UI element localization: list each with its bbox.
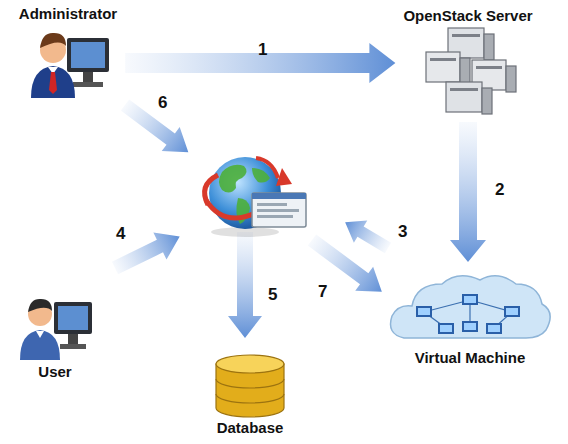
flow-arrow <box>116 93 197 164</box>
node-label: OpenStack Server <box>401 6 534 26</box>
flow-arrow <box>108 223 186 282</box>
callout-number: 6 <box>158 93 167 113</box>
flow-arrow <box>338 211 394 259</box>
node-label: Virtual Machine <box>413 348 528 368</box>
icon <box>23 24 113 100</box>
node-label: Administrator <box>17 4 119 24</box>
icon <box>14 290 96 362</box>
user-node: User <box>14 290 96 382</box>
web-portal-globe <box>205 157 306 237</box>
callout-number: 2 <box>495 180 504 200</box>
flow-arrow <box>450 122 486 262</box>
icon <box>418 26 518 116</box>
callout-number: 5 <box>268 285 277 305</box>
administrator-node: Administrator <box>17 4 119 100</box>
icon <box>384 268 556 348</box>
callout-number: 7 <box>318 282 327 302</box>
user-icon <box>14 290 96 362</box>
callout-number: 4 <box>116 224 125 244</box>
database-icon <box>210 352 290 418</box>
callout-number: 3 <box>398 222 407 242</box>
virtual-machine-node: Virtual Machine <box>384 268 556 368</box>
icon <box>210 352 290 418</box>
callout-number: 1 <box>258 40 267 60</box>
database-node: Database <box>210 352 290 438</box>
server-icon <box>418 26 518 116</box>
node-label: Database <box>215 418 286 438</box>
flow-arrow <box>228 232 262 338</box>
server-node: OpenStack Server <box>401 6 534 116</box>
administrator-icon <box>23 24 113 100</box>
cloud-network-icon <box>384 268 556 348</box>
node-label: User <box>36 362 73 382</box>
